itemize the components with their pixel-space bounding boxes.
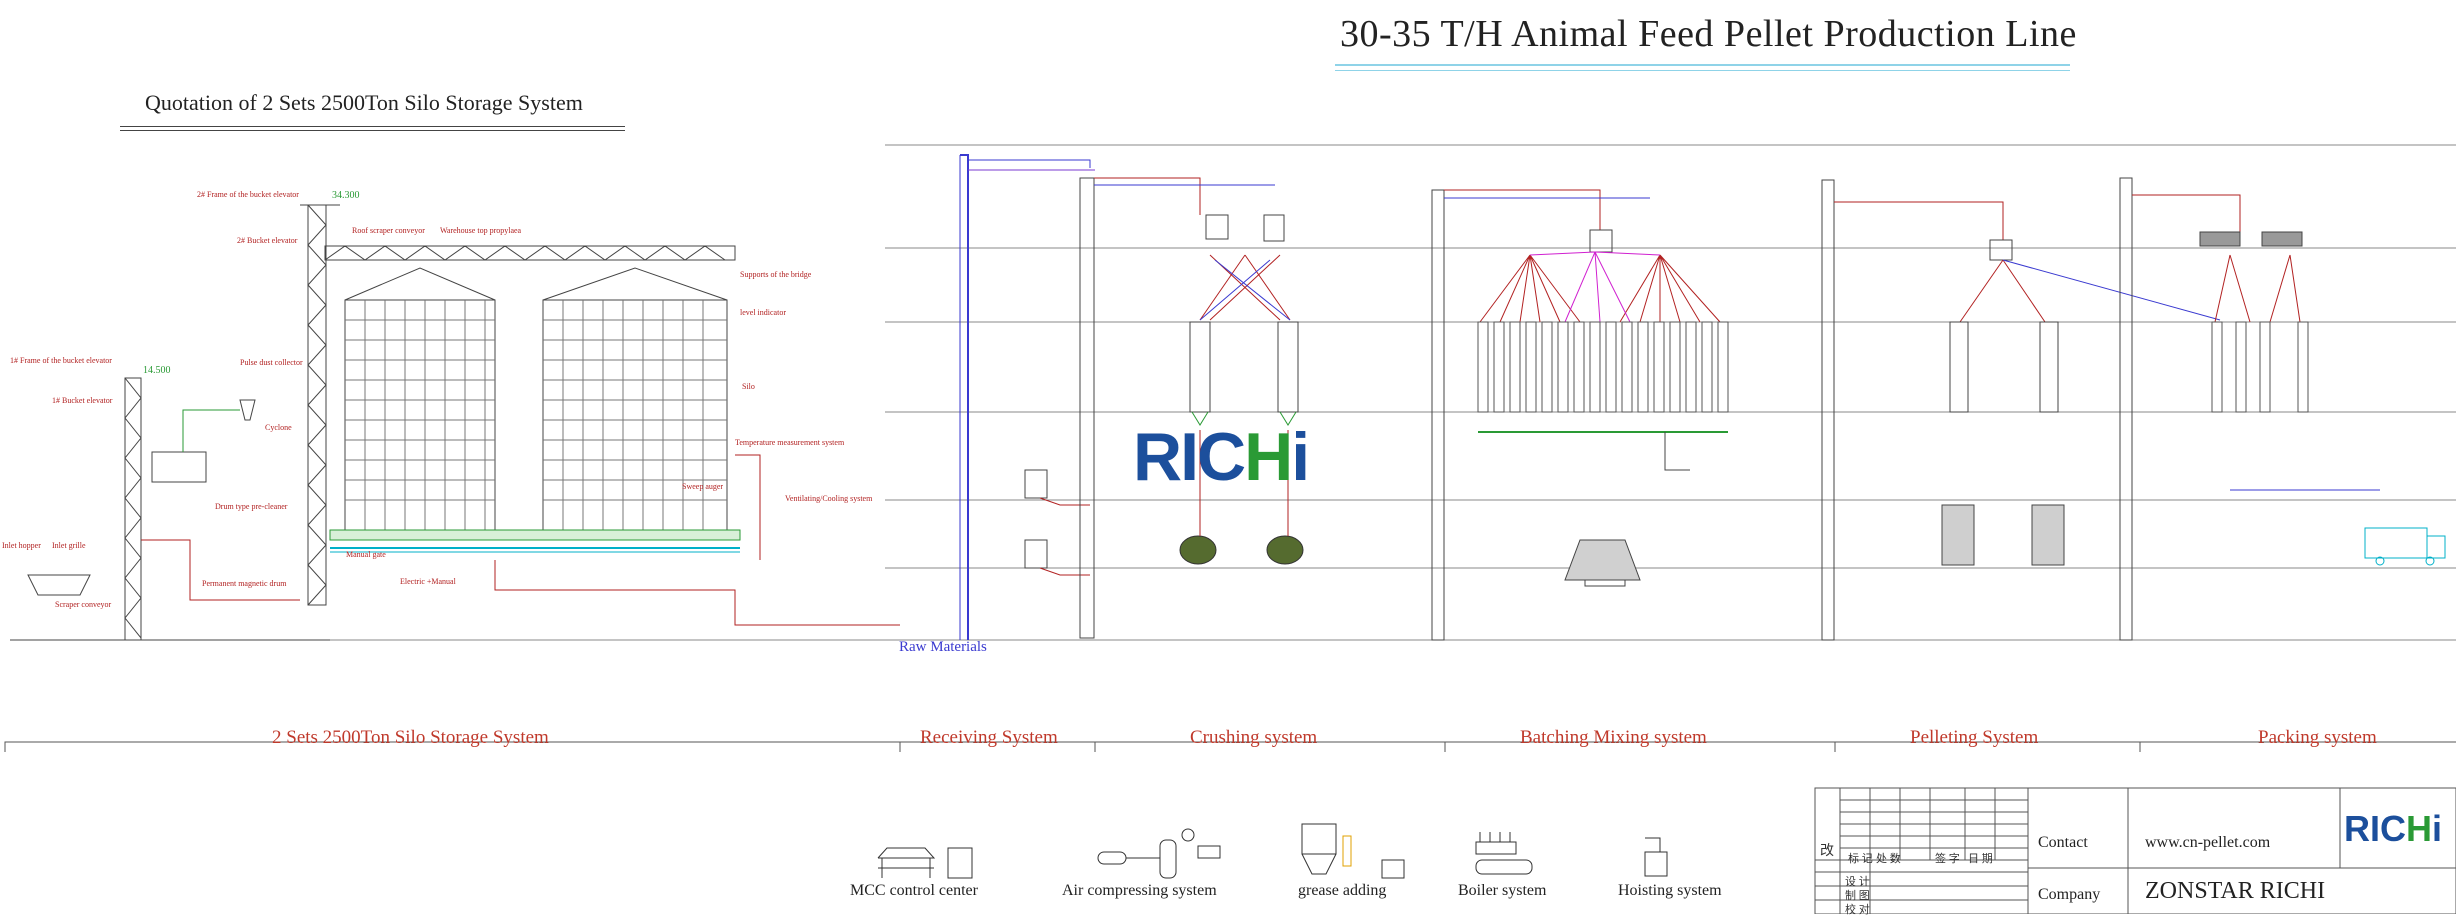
label-frame-2: 2# Frame of the bucket elevator	[197, 190, 299, 199]
label-magnetic-drum: Permanent magnetic drum	[202, 579, 287, 588]
section-batching-mixing: Batching Mixing system	[1520, 727, 1707, 748]
tb-header-mark: 标 记	[1848, 853, 1873, 865]
mcc-cabinet-icon	[877, 847, 973, 879]
label-sweep-auger: Sweep auger	[682, 482, 724, 491]
contact-label: Contact	[2038, 834, 2088, 851]
label-drum-precleaner: Drum type pre-cleaner	[215, 502, 288, 511]
tb-header-date: 日 期	[1968, 853, 1993, 865]
aux-grease-label: grease adding	[1298, 882, 1387, 899]
receiving-drawing	[959, 154, 1095, 640]
label-temperature: Temperature measurement system	[735, 438, 845, 447]
section-dividers	[4, 741, 2456, 752]
label-level-indicator: level indicator	[740, 308, 786, 317]
subtitle-underline-2	[120, 130, 625, 131]
hoist-icon	[1644, 837, 1668, 877]
aux-mcc-label: MCC control center	[850, 882, 978, 899]
label-manual-gate: Manual gate	[346, 550, 386, 559]
section-packing: Packing system	[2258, 727, 2377, 748]
title-block-logo: RICHi	[2344, 808, 2443, 849]
raw-materials-label: Raw Materials	[899, 639, 987, 655]
section-silo-storage: 2 Sets 2500Ton Silo Storage System	[272, 727, 549, 748]
label-height-1: 14.500	[143, 365, 171, 376]
subtitle: Quotation of 2 Sets 2500Ton Silo Storage…	[145, 90, 583, 115]
label-top-propylaea: Warehouse top propylaea	[440, 226, 522, 235]
silo-storage-drawing	[10, 204, 900, 641]
crushing-drawing	[1079, 177, 1445, 641]
label-bridge-supports: Supports of the bridge	[740, 270, 812, 279]
section-receiving: Receiving System	[920, 727, 1058, 748]
website-text: www.cn-pellet.com	[2145, 834, 2271, 851]
company-label: Company	[2038, 886, 2101, 903]
title-block	[1814, 787, 2456, 914]
grease-adding-icon	[1301, 823, 1405, 879]
tb-drawing: 制 图	[1845, 890, 1870, 902]
label-frame-1: 1# Frame of the bucket elevator	[10, 356, 112, 365]
tb-check: 校 对	[1845, 904, 1870, 916]
tb-header-count: 处 数	[1876, 853, 1901, 865]
aux-boiler-label: Boiler system	[1458, 882, 1547, 899]
batching-drawing	[1444, 179, 1835, 641]
label-inlet-grille: Inlet grille	[52, 541, 86, 550]
packing-drawing	[2132, 194, 2446, 566]
guide-lines	[10, 144, 2456, 641]
subtitle-underline	[120, 126, 625, 127]
aux-hoisting-label: Hoisting system	[1618, 882, 1722, 899]
label-electric-manual: Electric +Manual	[400, 577, 456, 586]
label-pulse-collector: Pulse dust collector	[240, 358, 303, 367]
label-cyclone: Cyclone	[265, 423, 292, 432]
label-roof-scraper: Roof scraper conveyor	[352, 226, 425, 235]
label-ventilating: Ventilating/Cooling system	[785, 494, 873, 503]
richi-logo: RICHi	[1133, 419, 1310, 495]
label-scraper-conveyor: Scraper conveyor	[55, 600, 112, 609]
title-underline	[1335, 64, 2070, 71]
aux-air-compressing-label: Air compressing system	[1062, 882, 1217, 899]
label-silo: Silo	[742, 382, 755, 391]
label-bucket-2: 2# Bucket elevator	[237, 236, 298, 245]
label-height-2: 34.300	[332, 190, 360, 201]
tb-design: 设 计	[1845, 876, 1870, 888]
section-pelleting: Pelleting System	[1910, 727, 2039, 748]
section-crushing: Crushing system	[1190, 727, 1318, 748]
boiler-icon	[1475, 832, 1533, 875]
tb-header-sign: 签 字	[1935, 853, 1960, 865]
pelleting-drawing	[1834, 177, 2221, 641]
company-name: ZONSTAR RICHI	[2145, 878, 2326, 904]
page-title: 30-35 T/H Animal Feed Pellet Production …	[1340, 13, 2077, 55]
air-compressor-icon	[1097, 828, 1221, 879]
label-bucket-1: 1# Bucket elevator	[52, 396, 113, 405]
label-inlet-hopper: Inlet hopper	[2, 541, 41, 550]
revision-mark: 改	[1820, 844, 1834, 859]
